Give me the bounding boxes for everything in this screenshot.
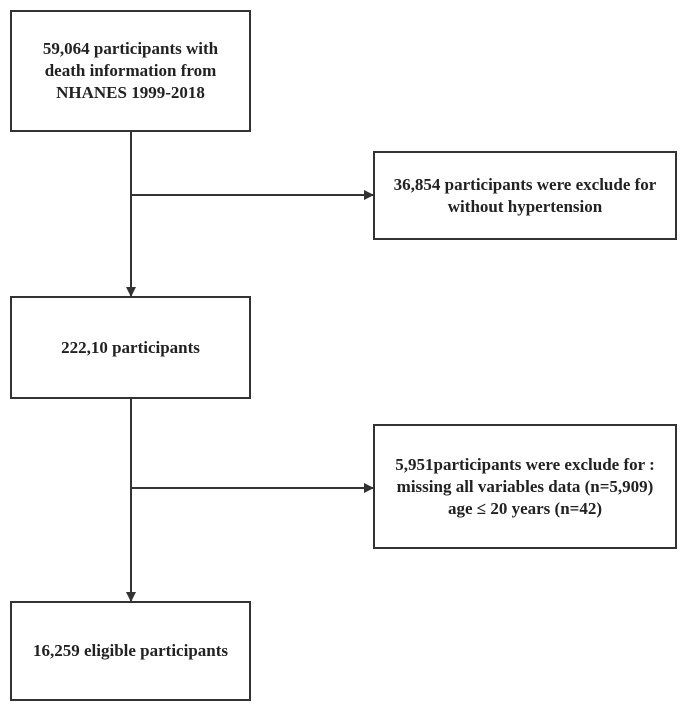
exclusion-2-line-1: 5,951participants were exclude for : (395, 454, 655, 474)
source-line-3: NHANES 1999-2018 (56, 83, 205, 102)
intermediate-population-box: 222,10 participants (10, 296, 251, 399)
exclusion-box-2: 5,951participants were exclude for : mis… (373, 424, 677, 549)
final-population-box: 16,259 eligible participants (10, 601, 251, 701)
exclusion-1-line-2: without hypertension (447, 196, 603, 216)
exclusion-1-line-1: 36,854 participants were exclude for (393, 174, 657, 194)
intermediate-line-1: 222,10 participants (61, 337, 200, 357)
source-line-1: 59,064 participants with (42, 39, 219, 58)
exclusion-2-line-2: missing all variables data (n=5,909) (396, 476, 654, 496)
source-population-box: 59,064 participants with death informati… (10, 10, 251, 132)
final-line-1: 16,259 eligible participants (32, 641, 229, 660)
exclusion-box-1: 36,854 participants were exclude for wit… (373, 151, 677, 240)
source-line-2: death information from (44, 61, 217, 80)
exclusion-2-line-3: age ≤ 20 years (n=42) (447, 498, 603, 518)
